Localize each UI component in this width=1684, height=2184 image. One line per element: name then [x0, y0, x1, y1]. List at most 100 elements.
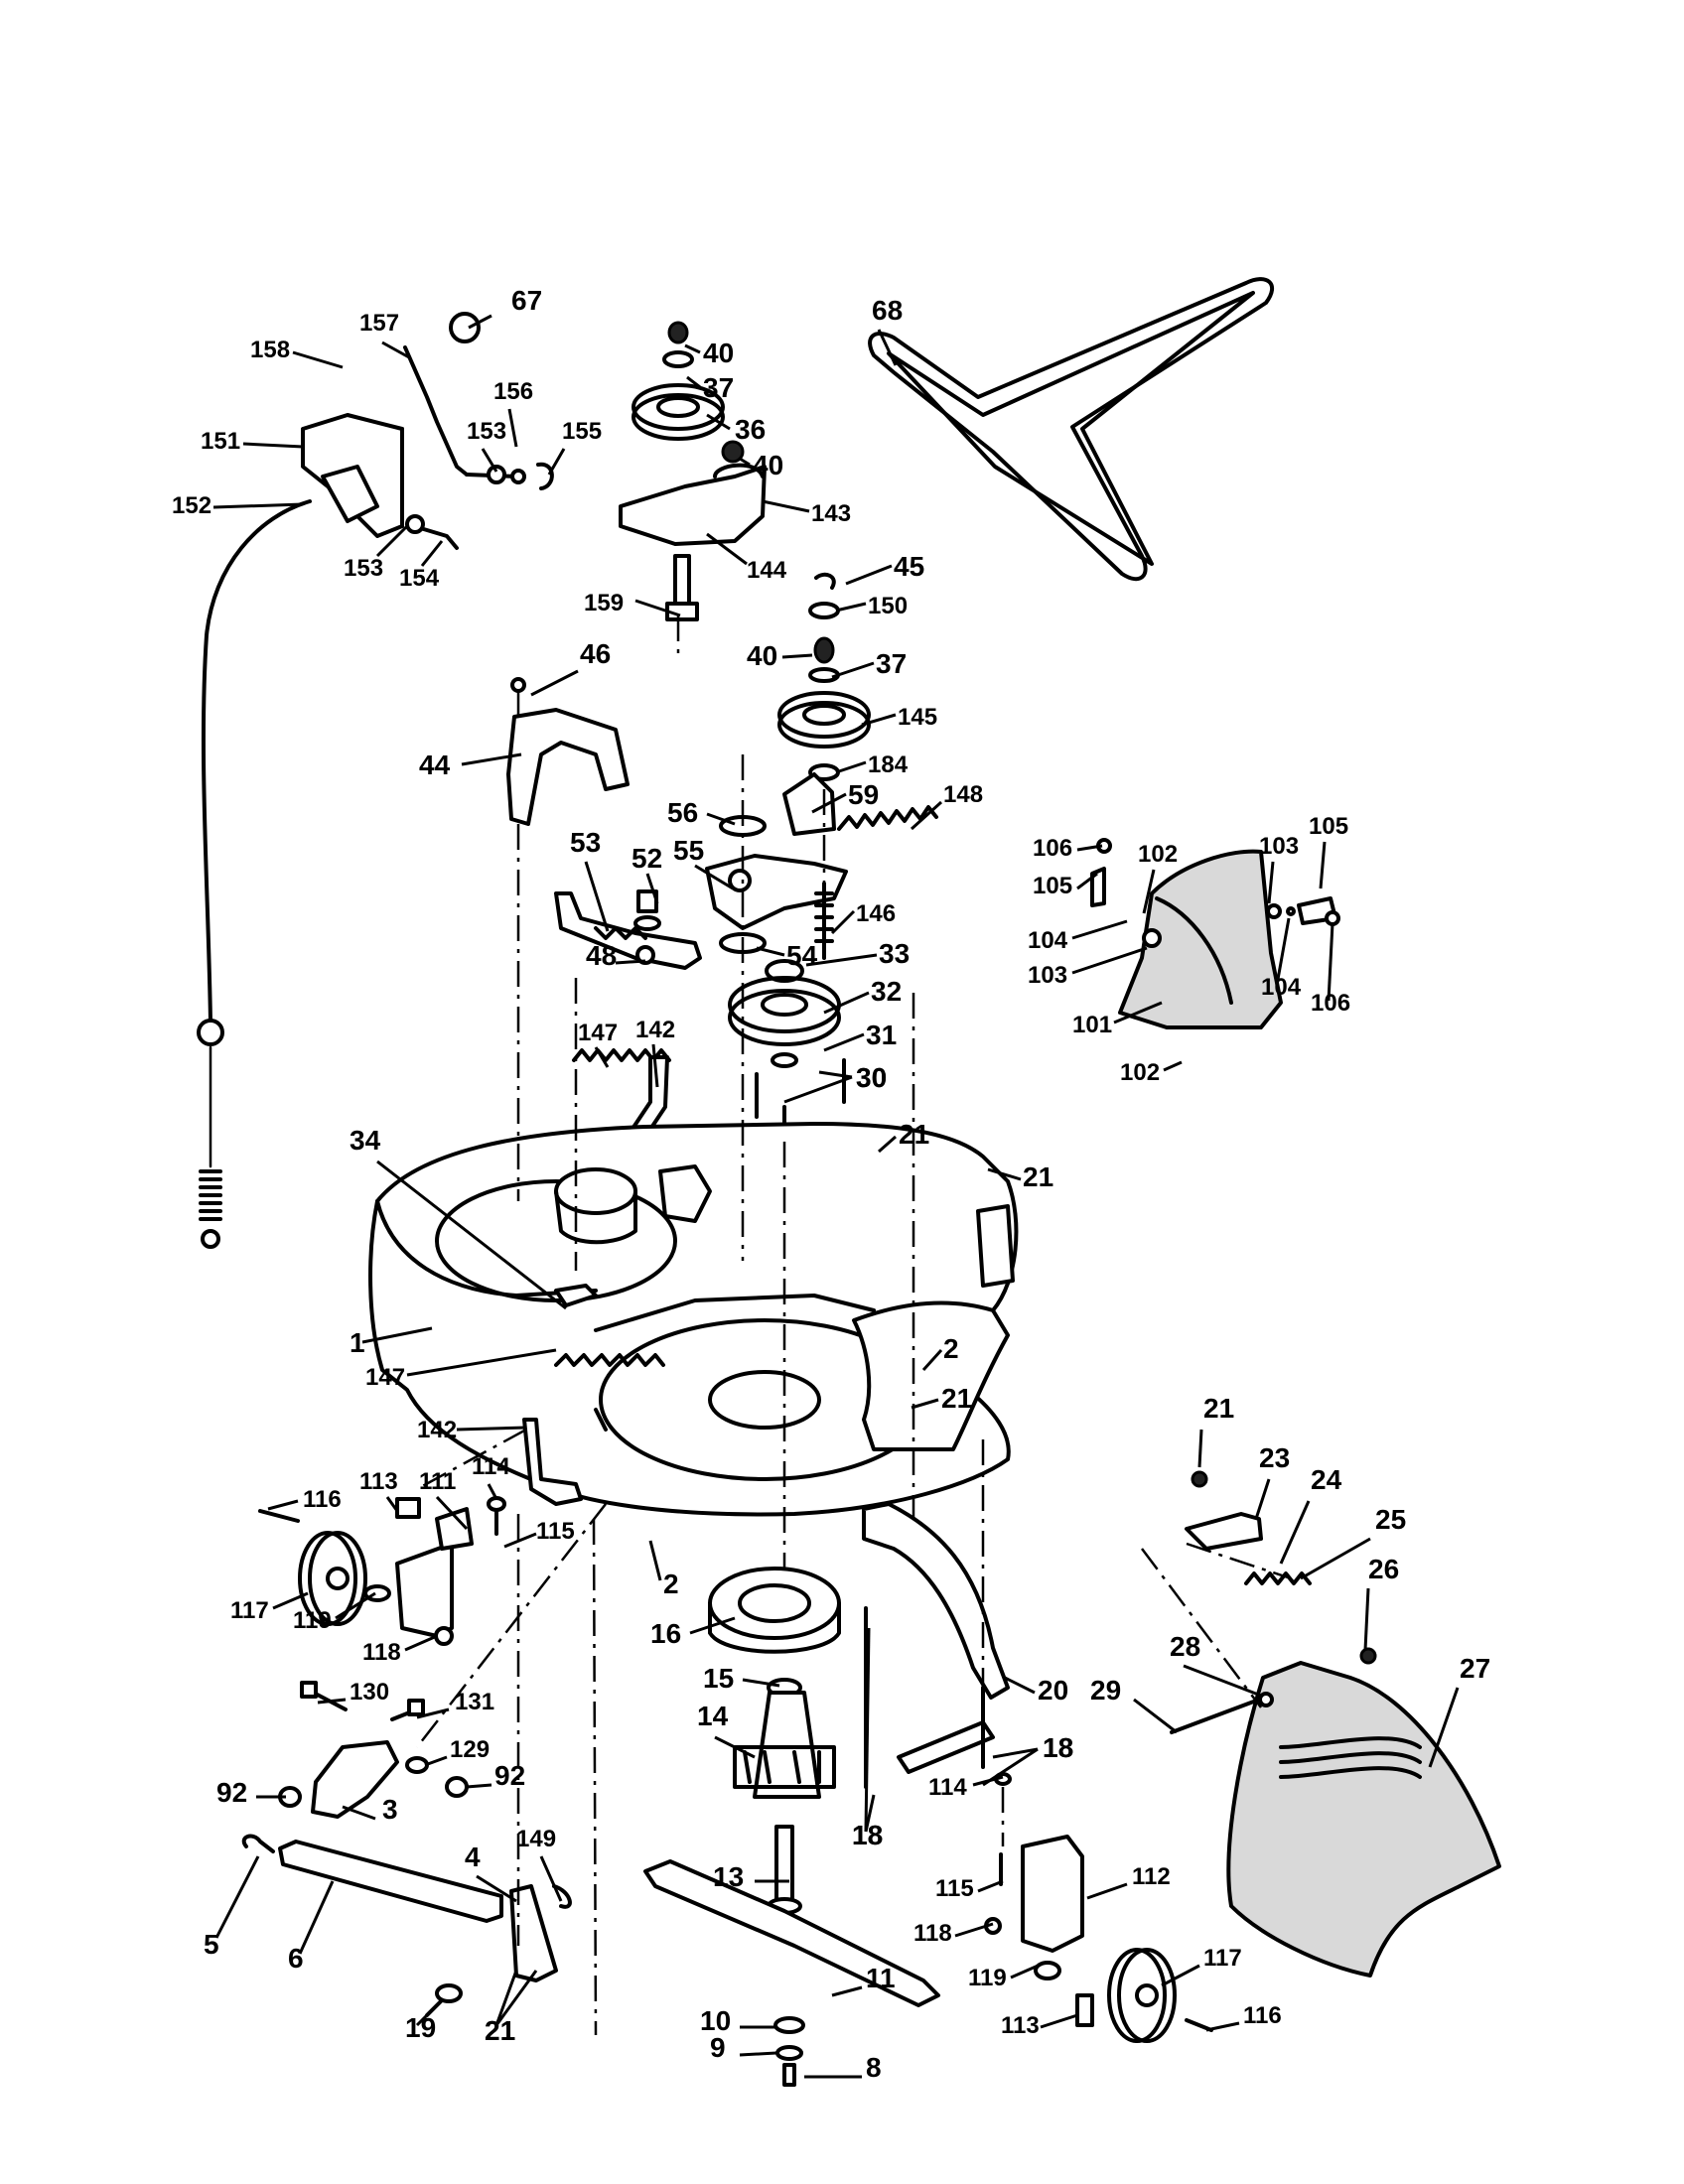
callout-16: 16: [650, 1616, 736, 1649]
leader-line: [1076, 844, 1103, 852]
part-number-label: 150: [868, 593, 908, 619]
callout-21: 21: [911, 1383, 972, 1414]
leader-line: [694, 864, 734, 890]
leader-line: [823, 991, 870, 1015]
leader-line: [686, 375, 701, 389]
callout-27: 27: [1428, 1653, 1490, 1768]
part-number-label: 44: [419, 750, 451, 780]
callout-68: 68: [872, 295, 903, 366]
leader-line: [406, 1348, 557, 1377]
leader-line: [594, 1046, 610, 1068]
leader-line: [272, 1591, 309, 1610]
callout-44: 44: [419, 750, 522, 780]
leader-line: [507, 408, 518, 448]
leader-line: [212, 502, 304, 509]
part-number-label: 14: [697, 1701, 729, 1731]
leader-line: [267, 1499, 299, 1511]
leader-line: [1133, 1698, 1178, 1734]
idler-arm-assembly: [705, 772, 938, 960]
part-number-label: 147: [365, 1364, 405, 1391]
callout-5: 5: [204, 1855, 260, 1960]
leader-line: [684, 343, 701, 354]
leader-line: [831, 661, 875, 679]
leader-line: [1071, 919, 1128, 940]
leader-line: [762, 499, 810, 513]
callout-9: 9: [710, 2032, 777, 2063]
callout-104: 104: [1028, 919, 1128, 954]
leader-line: [1319, 841, 1327, 889]
part-number-label: 144: [747, 557, 787, 584]
callout-2: 2: [648, 1540, 679, 1599]
leader-line: [1183, 1664, 1262, 1698]
callout-142: 142: [635, 1017, 675, 1088]
callout-130: 130: [317, 1679, 389, 1706]
part-number-label: 114: [472, 1453, 510, 1480]
leader-line: [547, 448, 566, 476]
callout-20: 20: [1004, 1675, 1068, 1706]
leader-line: [1113, 1001, 1163, 1024]
callout-148: 148: [910, 781, 983, 831]
callout-118: 118: [913, 1920, 994, 1947]
spindle-pulley-32: [728, 959, 846, 1152]
callout-59: 59: [811, 779, 879, 814]
part-number-label: 56: [667, 797, 698, 828]
leader-line: [811, 792, 847, 814]
leader-line: [921, 1348, 943, 1372]
part-number-label: 29: [1090, 1675, 1121, 1706]
callout-24: 24: [1279, 1464, 1342, 1565]
part-number-label: 149: [516, 1826, 556, 1852]
leader-line: [648, 1540, 662, 1581]
part-number-label: 119: [293, 1607, 332, 1634]
callout-32: 32: [823, 976, 902, 1015]
leader-line: [739, 457, 751, 467]
callout-48: 48: [586, 940, 646, 971]
leader-line: [416, 1707, 450, 1719]
leader-line: [615, 959, 646, 965]
callout-8: 8: [804, 2052, 882, 2083]
leader-line: [584, 861, 610, 932]
part-number-label: 67: [511, 285, 542, 316]
part-number-label: 40: [753, 450, 783, 480]
leader-line: [823, 1032, 865, 1052]
leader-line: [831, 1985, 863, 1997]
callout-153: 153: [344, 524, 409, 582]
callout-56: 56: [667, 797, 736, 828]
leader-line: [1161, 1964, 1200, 1987]
callout-36: 36: [706, 413, 766, 445]
part-number-label: 92: [216, 1777, 247, 1808]
part-number-label: 157: [359, 310, 399, 337]
belt-guard-44: [506, 677, 630, 826]
callout-18: 18: [852, 1627, 883, 1850]
deflector-101: [1090, 838, 1340, 1029]
callout-150: 150: [835, 593, 908, 619]
callout-156: 156: [493, 378, 533, 448]
part-number-label: 155: [562, 418, 602, 445]
part-number-label: 115: [935, 1875, 974, 1902]
callout-105: 105: [1309, 813, 1348, 889]
part-number-label: 119: [968, 1965, 1007, 1991]
callout-129: 129: [424, 1736, 490, 1767]
part-number-label: 6: [288, 1943, 304, 1974]
leader-line: [835, 760, 867, 774]
leader-line: [461, 752, 522, 766]
part-number-label: 1: [350, 1327, 365, 1358]
leader-line: [503, 1532, 537, 1549]
spindle-assembly-14: [708, 1567, 841, 1915]
part-number-label: 143: [811, 500, 851, 527]
callout-30: 30: [783, 1062, 887, 1104]
leader-line: [1004, 1676, 1036, 1695]
callout-55: 55: [673, 835, 734, 890]
leader-line: [376, 1160, 567, 1310]
springs-lower: [522, 1353, 665, 1506]
part-number-label: 5: [204, 1929, 219, 1960]
callout-92: 92: [466, 1760, 525, 1791]
part-number-label: 106: [1033, 835, 1072, 862]
callout-3: 3: [342, 1794, 398, 1825]
leader-line: [539, 1855, 563, 1902]
leader-line: [1275, 917, 1291, 986]
part-number-label: 3: [382, 1794, 398, 1825]
part-number-label: 27: [1460, 1653, 1490, 1684]
leader-line: [214, 1855, 260, 1939]
callout-149: 149: [516, 1826, 563, 1902]
